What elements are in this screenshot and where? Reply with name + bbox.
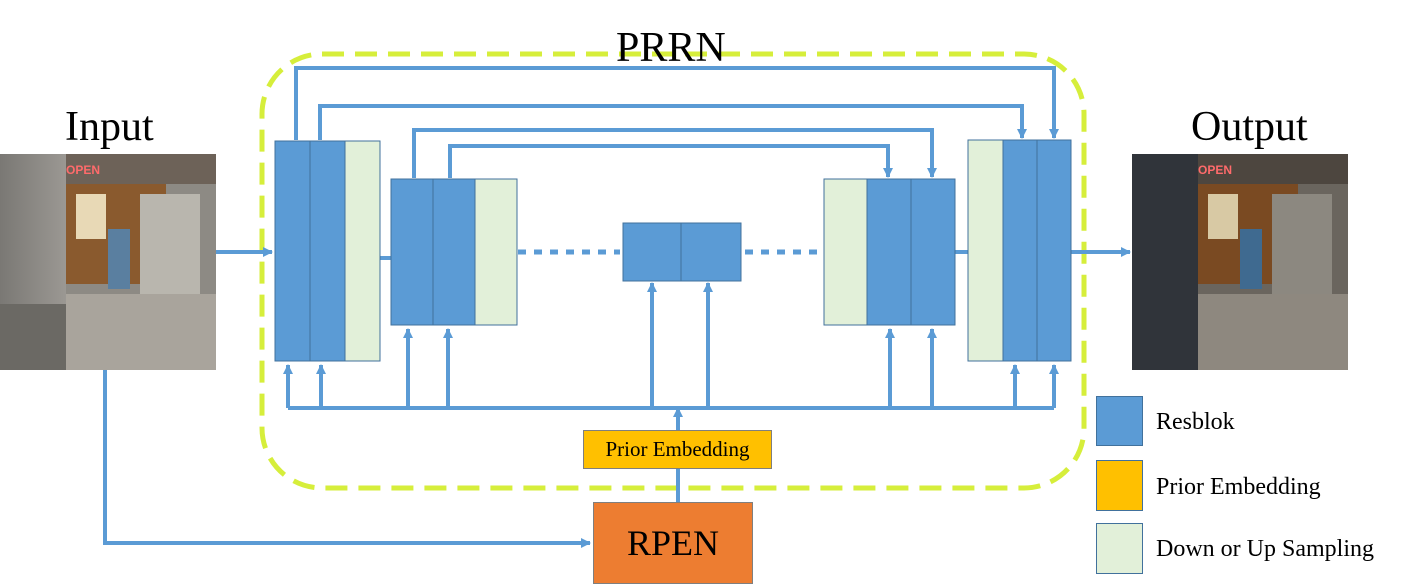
prior-embedding-box: Prior Embedding	[583, 430, 772, 469]
legend-swatch-resblock	[1096, 396, 1143, 446]
downsample-block	[344, 140, 381, 362]
legend-label-sampling: Down or Up Sampling	[1156, 536, 1374, 562]
resblock	[309, 140, 346, 362]
prrn-boundary	[259, 51, 1087, 491]
resblock	[866, 178, 912, 326]
photo-sign-text: OPEN	[66, 163, 101, 177]
resblock	[1036, 139, 1072, 362]
diagram-title: PRRN	[616, 25, 726, 71]
input-label: Input	[65, 104, 154, 150]
rpen-box: RPEN	[593, 502, 753, 584]
input-image: OPEN	[0, 154, 216, 370]
upsample-block	[823, 178, 868, 326]
resblock	[390, 178, 434, 326]
upsample-block	[967, 139, 1004, 362]
resblock	[910, 178, 956, 326]
encoder-stage-1	[274, 140, 381, 362]
legend-label-prior-embedding: Prior Embedding	[1156, 474, 1321, 500]
skip-outer-2	[318, 104, 1027, 140]
encoder-stage-2	[390, 178, 518, 326]
resblock	[432, 178, 476, 326]
resblock	[622, 222, 682, 282]
output-label: Output	[1191, 104, 1308, 150]
decoder-stage-1	[967, 139, 1072, 362]
bottleneck	[622, 222, 742, 282]
decoder-stage-2	[823, 178, 956, 326]
connection-lines	[103, 66, 1131, 548]
downsample-block	[474, 178, 518, 326]
resblock	[680, 222, 742, 282]
resblock	[1002, 139, 1038, 362]
photo-sign-text: OPEN	[1198, 163, 1233, 177]
legend-swatch-prior-embedding	[1096, 460, 1143, 511]
legend-swatch-sampling	[1096, 523, 1143, 574]
output-image: OPEN	[1132, 154, 1348, 370]
skip-inner	[412, 128, 937, 178]
legend-label-resblock: Resblok	[1156, 409, 1235, 435]
skip-outer	[294, 66, 1059, 140]
skip-inner-2	[448, 144, 893, 178]
resblock	[274, 140, 311, 362]
input-to-rpen	[103, 370, 591, 548]
